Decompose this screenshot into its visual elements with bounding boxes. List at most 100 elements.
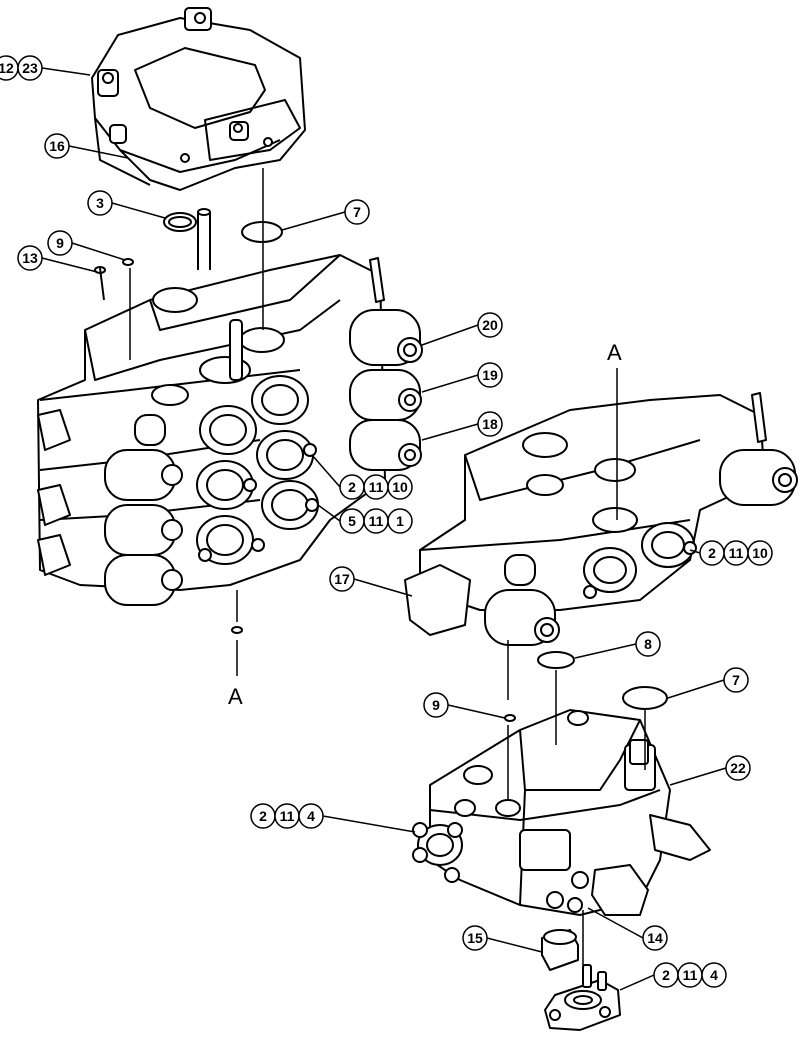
callout-leader-line [41,257,98,273]
callout-c-13: 13 [17,245,98,273]
callout-circle [423,692,449,718]
callout-c-9a: 9 [47,230,126,261]
callout-c-2-11-10b: 2 11 10 [689,540,773,566]
callout-number: 18 [482,416,498,432]
callout-c-7a: 7 [281,199,370,231]
callout-number: 11 [369,513,384,529]
callout-leader-line [111,202,166,219]
callout-number: 1 [396,513,404,529]
callout-number: 2 [662,967,670,983]
callout-number: 10 [752,545,768,561]
callout-leader-line [587,907,644,939]
callout-number: 7 [353,204,361,220]
callout-circle [47,230,73,256]
callout-number: 20 [482,317,498,333]
callout-number: 16 [49,138,65,154]
callout-number: 22 [730,760,746,776]
callout-circle [642,925,668,951]
left-valve-stack [37,254,423,606]
callout-leader-line [421,374,479,393]
callout-c-14: 14 [587,907,668,951]
callout-number: 9 [432,697,440,713]
callout-circle [17,55,43,81]
callout-leader-line [421,423,479,441]
callout-number: 9 [56,235,64,251]
callout-number: 2 [259,808,267,824]
callout-number: 15 [467,930,483,946]
right-valve-stack [404,392,798,646]
callout-number: 11 [729,545,744,561]
callout-number: 5 [348,513,356,529]
callout-number: 12 [0,60,14,76]
callout-leader-line [41,67,91,76]
callout-c-22: 22 [669,755,751,786]
inlet-section-valve [412,709,711,916]
callout-number: 2 [348,479,356,495]
callout-number: 11 [683,967,698,983]
callout-leader-line [669,767,727,786]
callout-leader-line [421,324,479,346]
callout-circle [725,755,751,781]
callout-leader-line [353,578,413,597]
callout-c-2-11-4a: 2 11 4 [250,803,416,833]
callout-circle [344,199,370,225]
callout-circle [44,133,70,159]
callout-c-15: 15 [462,925,543,953]
callout-number: 17 [334,571,350,587]
callout-number: 13 [22,250,38,266]
callout-circle [298,803,324,829]
callout-leader-line [619,974,655,991]
callout-circle [387,508,413,534]
callout-number: 23 [22,60,38,76]
callout-leader-line [71,242,126,261]
callout-c-18: 18 [421,411,503,441]
control-head-cover [91,7,306,191]
section-a-lines [129,168,646,980]
callout-circle [329,566,355,592]
seal-parts [94,208,283,634]
callout-leader-line [68,145,129,159]
callout-c-7b: 7 [667,667,749,699]
callout-circle [462,925,488,951]
callout-c-12-23: 12 23 [0,55,91,81]
callout-c-20: 20 [421,312,503,346]
callout-leader-line [281,211,346,231]
callout-circle [477,362,503,388]
callout-number: 4 [710,967,718,983]
callout-number: 3 [96,195,104,211]
callout-c-3: 3 [87,190,166,219]
callout-leader-line [322,815,416,833]
lower-fittings [504,651,668,1031]
callout-number: 11 [369,479,384,495]
callout-c-17: 17 [329,566,413,597]
callout-c-9b: 9 [423,692,506,719]
callout-circle [387,474,413,500]
callout-leader-line [311,454,341,488]
callout-circle [701,962,727,988]
callout-number: 7 [732,672,740,688]
callout-circle [477,312,503,338]
callout-circle [87,190,113,216]
callout-circle [723,667,749,693]
callout-leader-line [486,937,543,953]
callout-leader-line [689,549,701,554]
callout-circle [17,245,43,271]
callout-number: 11 [280,808,295,824]
section-marker-a-right: A [607,340,622,365]
callout-number: 4 [307,808,315,824]
callout-leader-line [574,643,637,659]
callout-c-19: 19 [421,362,503,393]
callout-circle [747,540,773,566]
callout-circle [635,631,661,657]
callout-number: 2 [708,545,716,561]
section-marker-a-left: A [228,684,243,709]
callout-c-2-11-4b: 2 11 4 [619,962,727,991]
callout-circle [477,411,503,437]
callout-leader-line [317,504,341,522]
callout-number: 14 [647,930,663,946]
callout-c-8: 8 [574,631,661,659]
